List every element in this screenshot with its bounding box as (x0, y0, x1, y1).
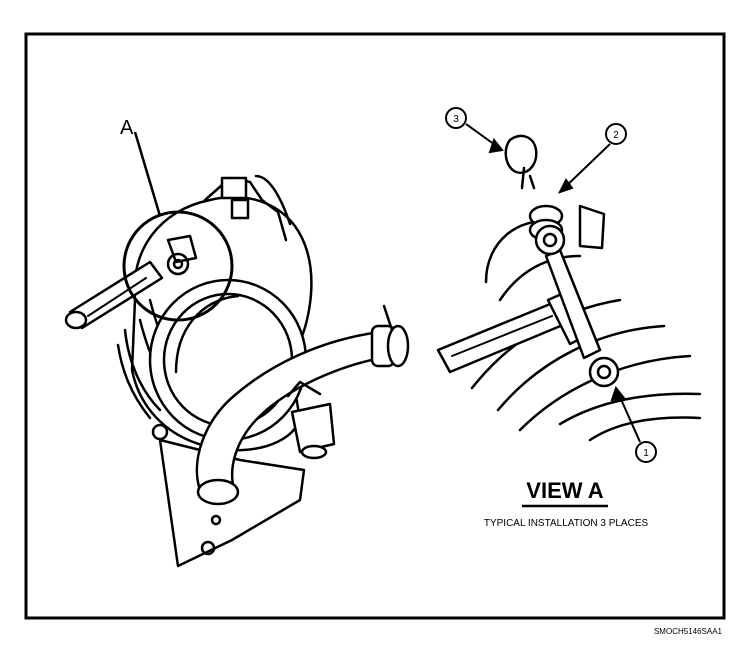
sensor-valve (290, 402, 336, 454)
bolt-part-1 (588, 356, 620, 388)
view-a-detail-drawing (436, 134, 702, 442)
view-a-indicator (122, 131, 234, 322)
callout-circle-2 (605, 123, 627, 145)
callout-label-2: 2 (613, 130, 619, 141)
mounting-bolt-left (166, 252, 190, 276)
callout-a-label: A (120, 117, 134, 139)
part-callouts (445, 107, 657, 463)
callout-circle-3 (445, 107, 467, 129)
detail-circle (122, 210, 234, 322)
figure-frame (24, 32, 726, 620)
bracket-bolt-hole (200, 540, 216, 556)
view-caption: TYPICAL INSTALLATION 3 PLACES (484, 518, 649, 529)
callout-label-3: 3 (453, 114, 459, 125)
callout-label-1: 1 (643, 448, 649, 459)
pump-assembly-drawing (64, 174, 410, 568)
callout-a-leader (133, 131, 162, 217)
view-title: VIEW A (526, 478, 604, 503)
callout-circle-1 (635, 441, 657, 463)
figure-code: SMOCH5146SAA1 (654, 627, 723, 636)
nut-part-3 (504, 134, 538, 175)
